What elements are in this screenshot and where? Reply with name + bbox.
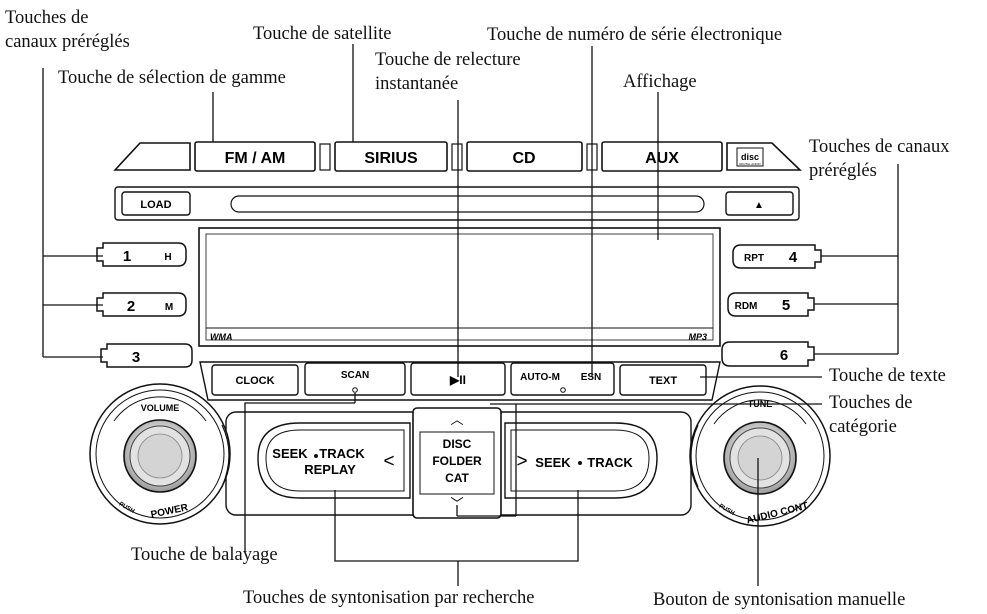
seek-track-forward-button[interactable]: > SEEK TRACK bbox=[504, 422, 658, 499]
preset-1-label: 1 bbox=[123, 248, 131, 265]
tune-bezel-curve bbox=[690, 424, 699, 488]
sirius-button-label: SIRIUS bbox=[364, 150, 418, 167]
category-up-icon: ︿ bbox=[450, 412, 463, 427]
label-preset-left-line2: canaux préréglés bbox=[5, 32, 130, 52]
category-rocker-button[interactable]: ︿ DISC FOLDER CAT ﹀ bbox=[412, 407, 502, 519]
preset-5-button[interactable]: RDM 5 bbox=[727, 292, 815, 317]
label-instant-replay-line1: Touche de relecture bbox=[375, 50, 521, 70]
preset-4-label: 4 bbox=[789, 249, 798, 266]
display-inner bbox=[205, 233, 714, 341]
label-display: Affichage bbox=[623, 72, 697, 92]
fm-am-button-label: FM / AM bbox=[225, 150, 286, 167]
label-preset-right-line2: préréglés bbox=[809, 161, 877, 181]
fm-am-button[interactable]: FM / AM bbox=[194, 141, 316, 172]
leader-scan-2 bbox=[244, 402, 355, 552]
label-seek-tuning: Touches de syntonisation par recherche bbox=[243, 588, 535, 608]
tune-audio-knob[interactable]: TUNE PUSH AUDIO CONT bbox=[689, 385, 831, 527]
label-scan: Touche de balayage bbox=[131, 545, 278, 565]
cd-logo-subtext: DIGITAL AUDIO bbox=[739, 162, 761, 166]
preset-4-sublabel: RPT bbox=[744, 253, 764, 264]
eject-button[interactable]: ▲ bbox=[725, 191, 794, 216]
disc-label: DISC bbox=[443, 437, 472, 451]
load-button[interactable]: LOAD bbox=[121, 191, 191, 216]
preset-1-sublabel: H bbox=[164, 252, 171, 263]
scan-button-label: SCAN bbox=[341, 370, 369, 381]
cd-button-label: CD bbox=[512, 150, 535, 167]
preset-2-button[interactable]: 2 M bbox=[96, 292, 187, 317]
aux-button-label: AUX bbox=[645, 150, 679, 167]
preset-4-button[interactable]: RPT 4 bbox=[732, 244, 822, 269]
text-button[interactable]: TEXT bbox=[619, 364, 707, 396]
preset-2-sublabel: M bbox=[165, 302, 173, 313]
track-right-label: TRACK bbox=[587, 455, 633, 470]
category-down-icon: ﹀ bbox=[450, 496, 463, 511]
mp3-badge: MP3 bbox=[688, 332, 707, 342]
preset-6-button[interactable]: 6 bbox=[721, 341, 815, 367]
seek-track-replay-button[interactable]: SEEK TRACK REPLAY < bbox=[257, 422, 411, 499]
button-separator bbox=[451, 143, 463, 171]
label-category-line1: Touches de bbox=[829, 393, 913, 413]
folder-label: FOLDER bbox=[432, 454, 482, 468]
label-manual-tuning: Bouton de syntonisation manuelle bbox=[653, 590, 906, 610]
preset-2-label: 2 bbox=[127, 298, 135, 315]
scan-indicator bbox=[352, 387, 358, 393]
cd-logo-text: disc bbox=[741, 152, 759, 162]
clock-button[interactable]: CLOCK bbox=[211, 364, 299, 396]
scan-button[interactable]: SCAN bbox=[304, 362, 406, 396]
esn-label: ESN bbox=[581, 372, 602, 383]
button-separator bbox=[319, 143, 331, 171]
volume-label: VOLUME bbox=[141, 403, 180, 413]
load-button-label: LOAD bbox=[140, 199, 171, 211]
volume-power-knob[interactable]: VOLUME PUSH POWER bbox=[89, 383, 231, 525]
preset-5-label: 5 bbox=[782, 297, 790, 314]
volume-bezel-curve bbox=[221, 424, 230, 488]
label-instant-replay-line2: instantanée bbox=[375, 74, 459, 94]
leader-seek bbox=[334, 490, 579, 562]
sirius-button[interactable]: SIRIUS bbox=[334, 141, 448, 172]
label-preset-left-line1: Touches de bbox=[5, 8, 89, 28]
blank-top-button[interactable] bbox=[113, 142, 191, 171]
label-band-select: Touche de sélection de gamme bbox=[58, 68, 286, 88]
seek-right-dot bbox=[578, 461, 582, 465]
label-satellite: Touche de satellite bbox=[253, 24, 392, 44]
preset-6-label: 6 bbox=[780, 347, 788, 364]
track-left-label: TRACK bbox=[319, 446, 365, 461]
label-preset-right-line1: Touches de canaux bbox=[809, 137, 950, 157]
auto-m-label: AUTO-M bbox=[520, 372, 560, 383]
seek-left-arrow-icon: < bbox=[383, 451, 394, 472]
compact-disc-logo: disc DIGITAL AUDIO bbox=[726, 142, 802, 171]
leader-lines bbox=[42, 44, 899, 586]
cd-slot bbox=[230, 195, 705, 213]
seek-right-label: SEEK bbox=[535, 455, 571, 470]
replay-label: REPLAY bbox=[304, 462, 356, 477]
play-pause-icon: ▶II bbox=[449, 373, 466, 387]
label-esn: Touche de numéro de série électronique bbox=[487, 25, 783, 45]
wma-badge: WMA bbox=[210, 332, 233, 342]
text-button-label: TEXT bbox=[649, 375, 677, 387]
preset-1-button[interactable]: 1 H bbox=[96, 242, 187, 267]
preset-5-sublabel: RDM bbox=[735, 301, 758, 312]
preset-3-button[interactable]: 3 bbox=[100, 343, 193, 368]
cat-label: CAT bbox=[445, 471, 469, 485]
label-category-line2: catégorie bbox=[829, 417, 897, 437]
preset-3-label: 3 bbox=[132, 349, 140, 366]
aux-button[interactable]: AUX bbox=[601, 141, 723, 172]
seek-right-arrow-icon: > bbox=[516, 451, 527, 472]
seek-left-label: SEEK bbox=[272, 446, 308, 461]
seek-left-dot bbox=[314, 454, 318, 458]
eject-icon: ▲ bbox=[754, 200, 764, 211]
clock-button-label: CLOCK bbox=[235, 375, 274, 387]
label-text-button: Touche de texte bbox=[829, 366, 946, 386]
auto-m-esn-button[interactable]: AUTO-M ESN bbox=[510, 362, 615, 396]
cd-button[interactable]: CD bbox=[466, 141, 583, 172]
auto-m-indicator bbox=[560, 387, 566, 393]
